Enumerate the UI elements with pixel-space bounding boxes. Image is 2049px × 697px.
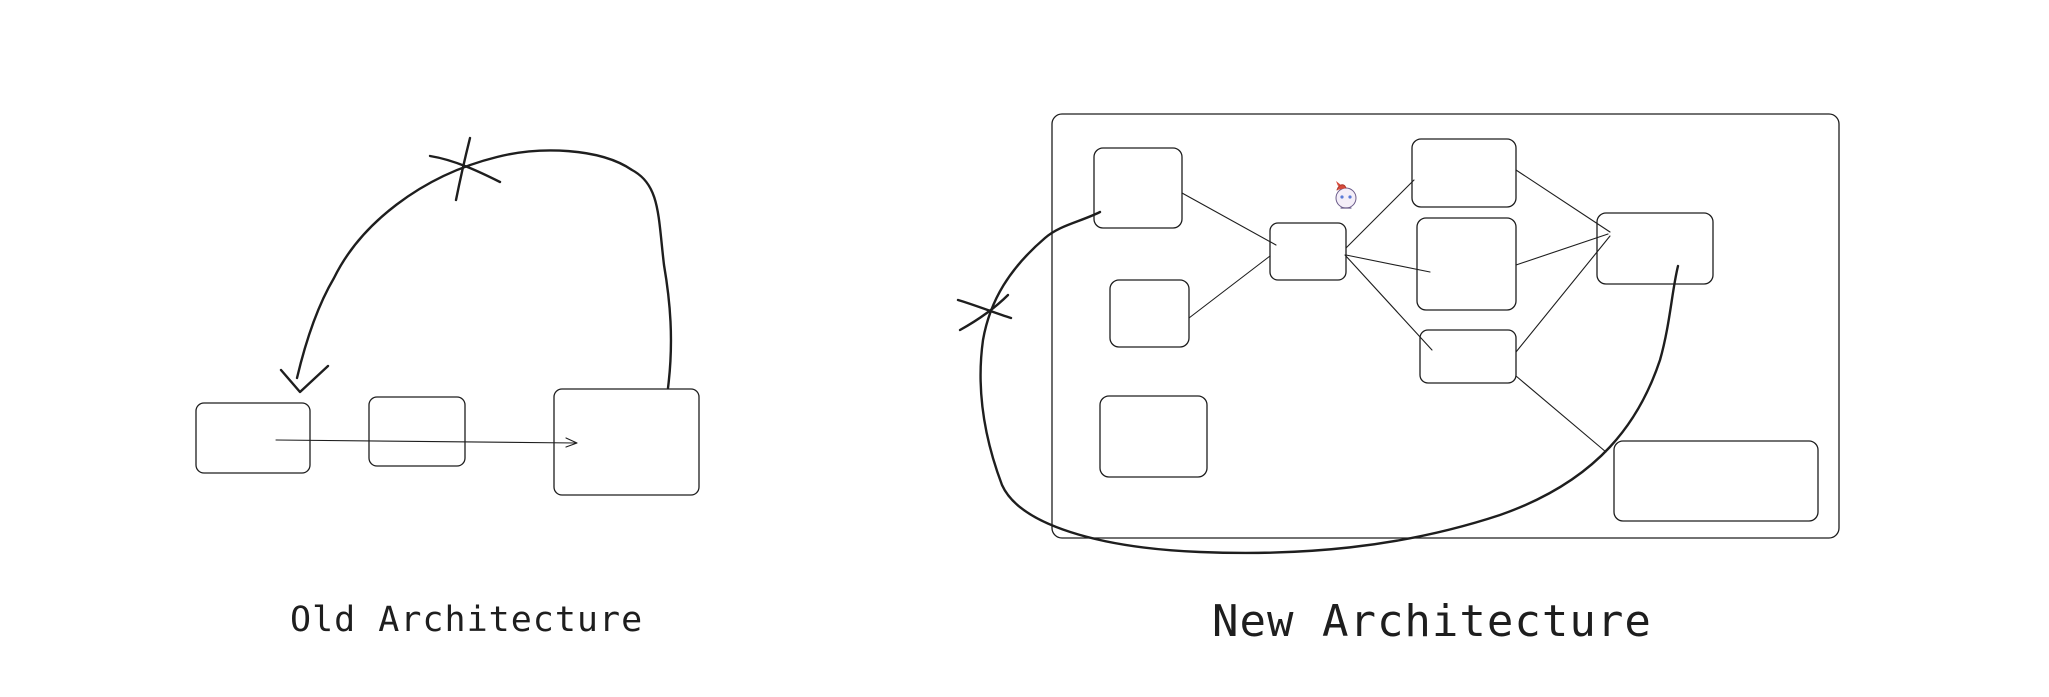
new-box-hub: [1269, 222, 1347, 281]
connector-e-g: [1515, 233, 1609, 266]
new-architecture-diagram: [956, 113, 1840, 555]
connector-f-g: [1515, 235, 1611, 353]
connector-f-h: [1515, 375, 1607, 453]
new-box-d: [1411, 138, 1517, 208]
old-box-left: [195, 402, 311, 474]
old-architecture-caption: Old Architecture: [290, 600, 644, 640]
old-flow-arrowhead: [565, 437, 578, 448]
new-box-g: [1596, 212, 1714, 285]
new-box-f: [1419, 329, 1517, 384]
old-box-middle: [368, 396, 466, 467]
connector-b-hub: [1188, 255, 1271, 319]
mascot-icon: [1335, 181, 1357, 209]
new-box-b: [1109, 279, 1190, 348]
old-flow-arrow: [275, 439, 577, 444]
old-box-right: [553, 388, 700, 496]
connector-a-hub: [1181, 192, 1277, 246]
new-container-frame: [1051, 113, 1840, 539]
new-architecture-caption: New Architecture: [1212, 596, 1652, 647]
new-loop-arrow: [979, 210, 1680, 555]
connector-hub-d: [1345, 179, 1415, 249]
cross-mark-icon: [956, 293, 1013, 332]
old-architecture-diagram: [195, 136, 700, 496]
old-loop-arrow: [295, 149, 673, 390]
new-box-e: [1416, 217, 1517, 311]
cross-mark-icon: [428, 136, 502, 202]
new-box-c: [1099, 395, 1208, 478]
new-box-h: [1613, 440, 1819, 522]
new-box-a: [1093, 147, 1183, 229]
connector-hub-f: [1344, 254, 1433, 351]
connector-hub-e: [1345, 254, 1431, 273]
connector-d-g: [1515, 169, 1611, 233]
check-mark-icon: [279, 364, 330, 394]
new-connectors: [1181, 169, 1611, 453]
